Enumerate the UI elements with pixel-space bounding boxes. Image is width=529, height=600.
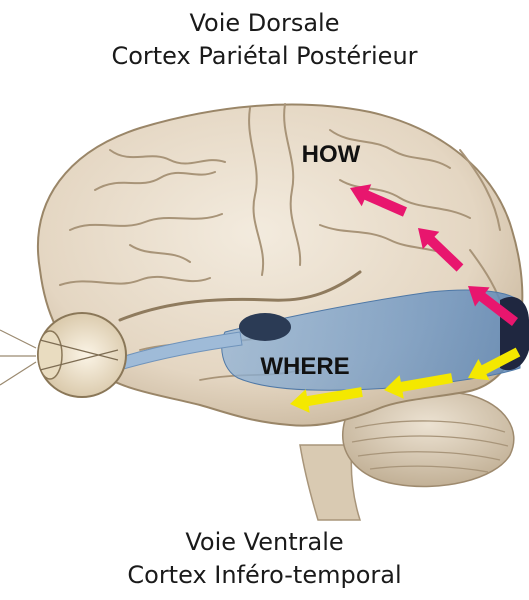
- ventral-title: Voie Ventrale: [0, 526, 529, 559]
- dorsal-stream-label: HOW: [302, 141, 361, 168]
- eye: [0, 313, 126, 397]
- lgn-nucleus: [239, 313, 291, 341]
- ventral-caption: Voie Ventrale Cortex Inféro-temporal: [0, 526, 529, 592]
- ventral-stream-label: WHERE: [260, 353, 349, 380]
- ventral-subtitle: Cortex Inféro-temporal: [0, 559, 529, 592]
